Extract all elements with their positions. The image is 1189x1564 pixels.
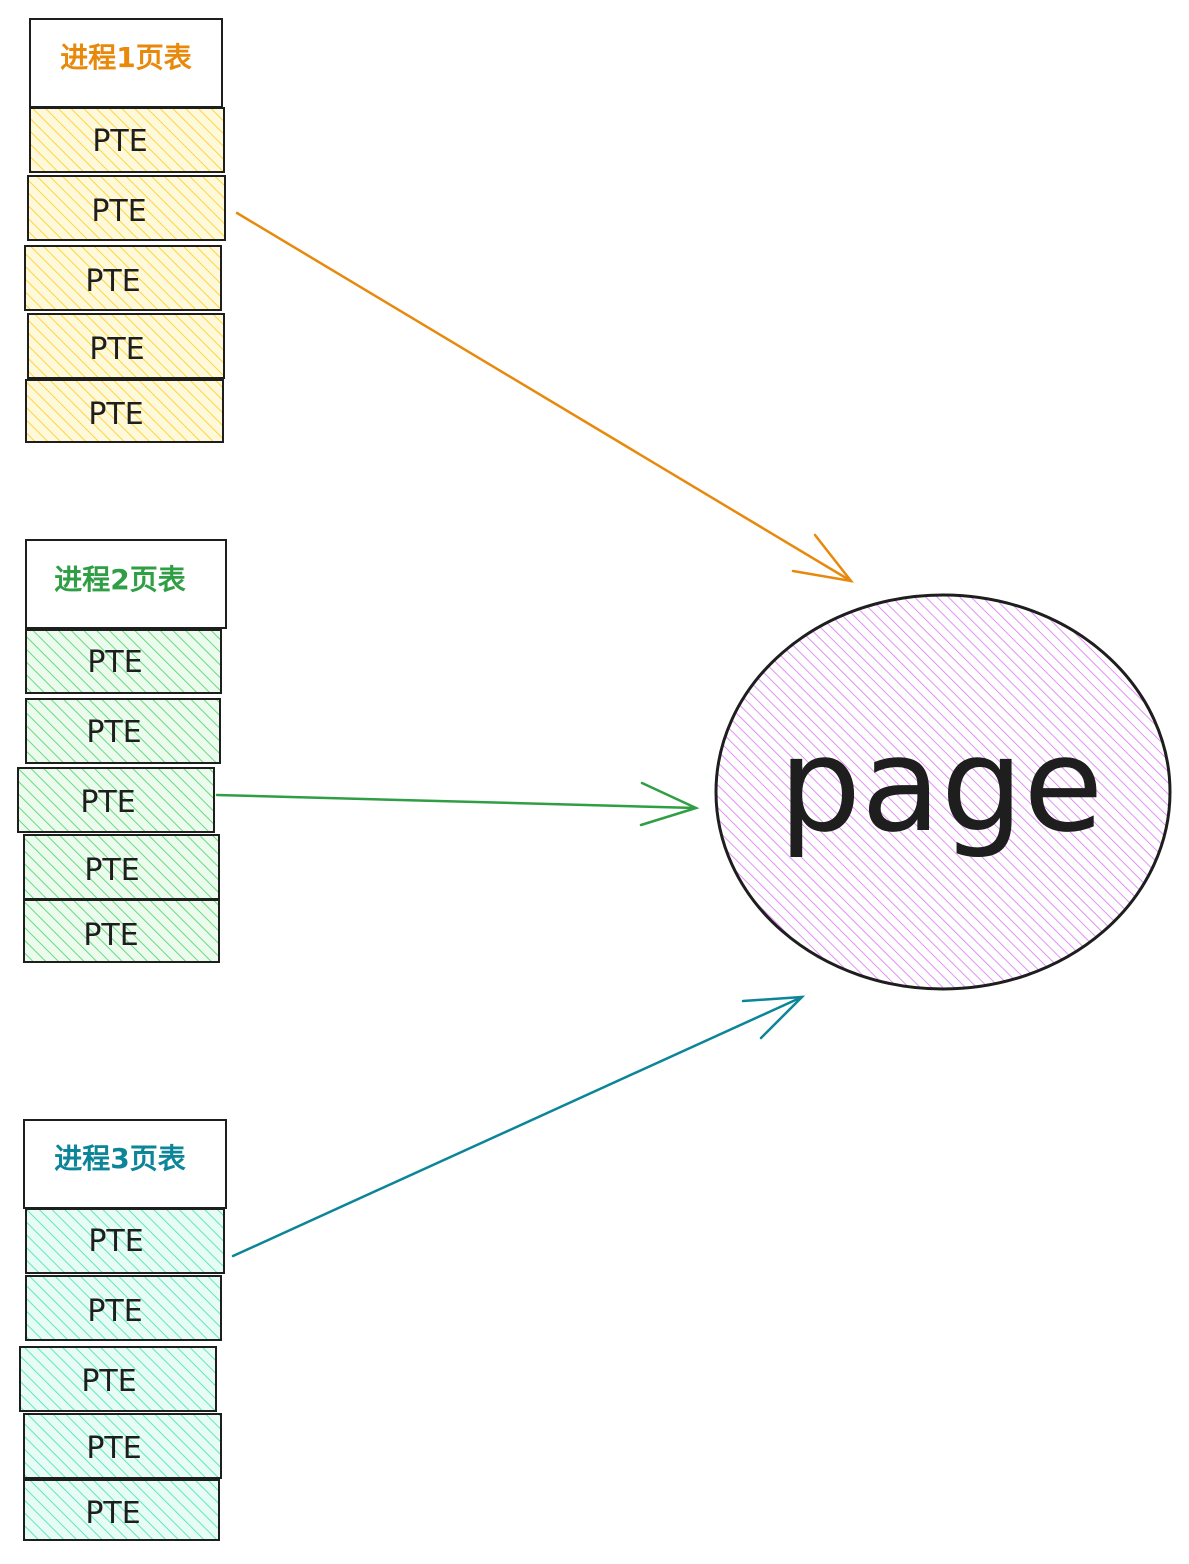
pte-label: PTE xyxy=(92,124,147,159)
pte-label: PTE xyxy=(87,645,142,680)
arrow-line xyxy=(215,793,698,810)
table-title: 进程1页表 xyxy=(60,41,191,74)
pte-cell[interactable] xyxy=(29,107,225,173)
pte-cell[interactable] xyxy=(27,313,225,379)
pte-cell[interactable] xyxy=(24,245,222,311)
pte-cell[interactable] xyxy=(23,1413,222,1479)
pte-label: PTE xyxy=(84,853,139,888)
table-title: 进程2页表 xyxy=(54,563,185,596)
pte-label: PTE xyxy=(91,194,146,229)
pte-cell[interactable] xyxy=(23,1479,220,1541)
arrow-line xyxy=(231,995,804,1258)
pte-cell[interactable] xyxy=(25,629,222,694)
table-title-box xyxy=(29,18,223,108)
page-label: page xyxy=(779,709,1104,861)
arrowhead-icon xyxy=(741,995,806,1040)
arrow-table1-to-page xyxy=(235,211,854,583)
pte-label: PTE xyxy=(87,1294,142,1329)
pte-label: PTE xyxy=(81,1364,136,1399)
pte-label: PTE xyxy=(89,332,144,367)
pte-label: PTE xyxy=(85,264,140,299)
page-table-3: 进程3页表 PTE PTE PTE PTE PTE xyxy=(19,1119,227,1541)
arrowhead-icon xyxy=(639,781,700,827)
page-ellipse[interactable] xyxy=(714,593,1172,991)
pte-label: PTE xyxy=(88,1224,143,1259)
pte-label: PTE xyxy=(86,715,141,750)
pte-cell[interactable] xyxy=(17,767,215,833)
pte-cell[interactable] xyxy=(25,1208,225,1274)
arrow-table2-to-page xyxy=(215,781,700,827)
pte-cell[interactable] xyxy=(23,899,220,963)
pte-label: PTE xyxy=(83,918,138,953)
arrow-table3-to-page xyxy=(231,995,806,1258)
table-title: 进程3页表 xyxy=(54,1142,185,1175)
pte-cell[interactable] xyxy=(27,175,226,241)
page-table-2: 进程2页表 PTE PTE PTE PTE PTE xyxy=(17,539,227,963)
table-title-box xyxy=(25,539,227,629)
pte-cell[interactable] xyxy=(23,834,220,900)
pte-label: PTE xyxy=(80,785,135,820)
pte-label: PTE xyxy=(85,1496,140,1531)
pte-cell[interactable] xyxy=(25,1275,222,1341)
shared-page[interactable]: page xyxy=(714,593,1172,991)
pte-cell[interactable] xyxy=(25,379,224,443)
pte-cell[interactable] xyxy=(19,1346,217,1412)
pte-label: PTE xyxy=(88,397,143,432)
pte-cell[interactable] xyxy=(25,698,221,764)
arrowhead-icon xyxy=(791,533,854,583)
arrow-line xyxy=(235,211,853,583)
page-table-1: 进程1页表 PTE PTE PTE PTE PTE xyxy=(24,18,226,443)
pte-label: PTE xyxy=(86,1431,141,1466)
